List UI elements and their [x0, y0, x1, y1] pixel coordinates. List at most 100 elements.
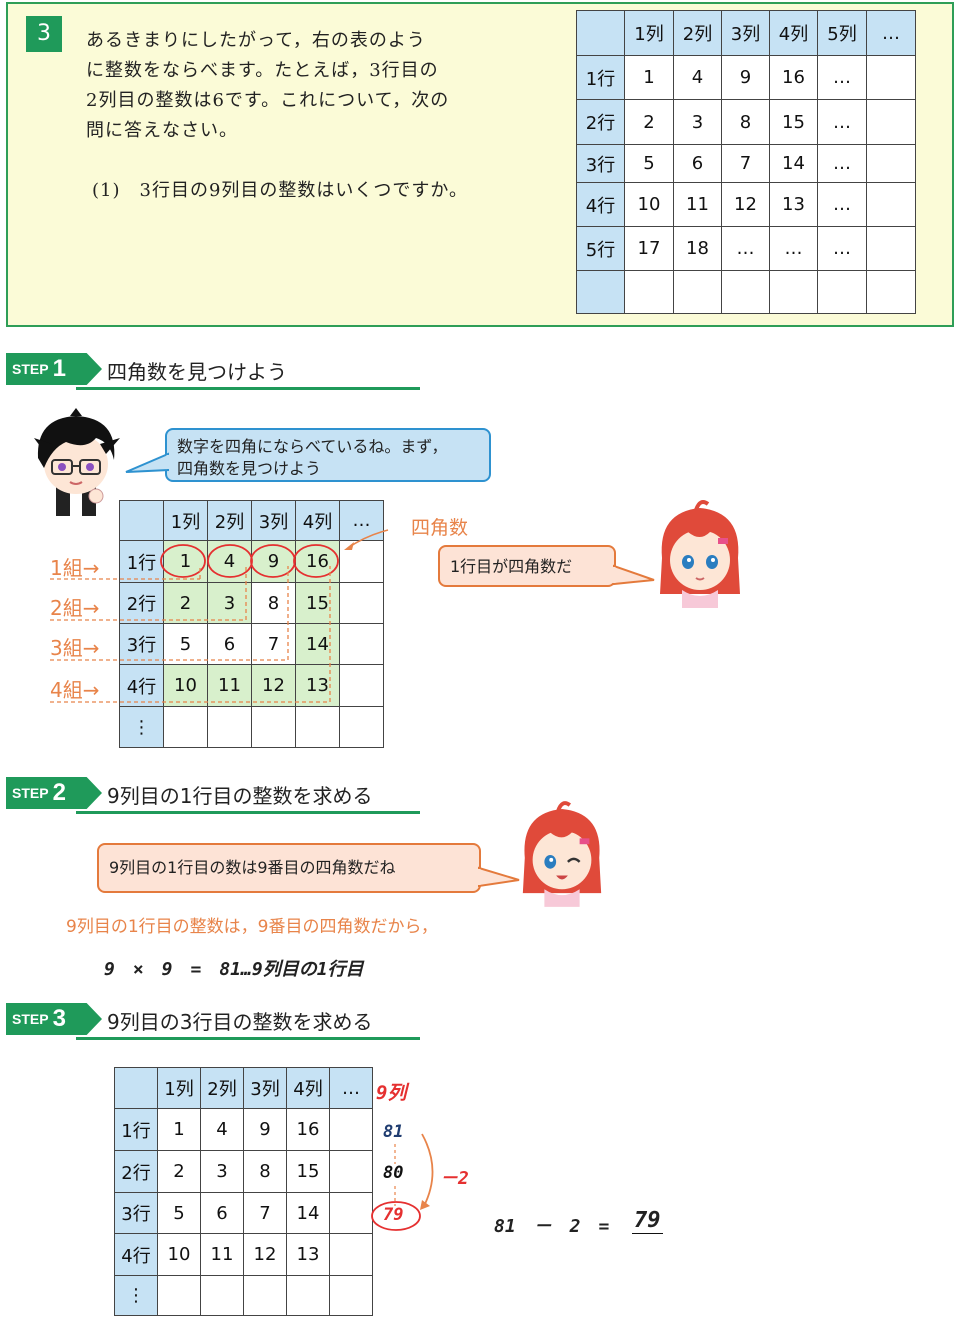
table-cell	[286, 1275, 330, 1316]
table-col-header: 1列	[163, 500, 208, 541]
table-cell: 12	[721, 182, 770, 227]
problem-text-line: に整数をならべます。たとえば，3行目の	[86, 60, 439, 81]
table-cell	[207, 706, 252, 748]
table-cell	[339, 623, 384, 665]
table-cell: 15	[769, 99, 818, 145]
table-cell: 10	[157, 1233, 201, 1276]
table-col-header: 2列	[200, 1067, 244, 1109]
step2-explanation: 9列目の1行目の整数は，9番目の四角数だから，	[66, 917, 438, 937]
table-cell: …	[817, 226, 867, 271]
table-cell: 14	[769, 144, 818, 183]
table-cell: 16	[769, 55, 818, 100]
step3-title: 9列目の3行目の整数を求める	[107, 1010, 373, 1034]
table-header-corner	[576, 10, 625, 56]
table-cell: …	[817, 99, 867, 145]
table-col-header: 3列	[721, 10, 770, 56]
table-col-header: 4列	[286, 1067, 330, 1109]
table-cell: 1	[624, 55, 674, 100]
table-cell	[866, 182, 916, 227]
girl-speech-bubble: 1行目が四角数だ	[438, 545, 616, 587]
table-cell: 13	[286, 1233, 330, 1276]
girl-winking-avatar-icon	[522, 801, 602, 907]
table-cell	[866, 55, 916, 100]
table-row-header: 1行	[119, 540, 164, 583]
table-cell: 3	[207, 582, 252, 624]
table-row-header: 1行	[576, 55, 625, 100]
final-formula: 81 － 2 =	[494, 1216, 610, 1237]
step-number: 2	[52, 779, 66, 806]
group-label: 1組→	[50, 556, 100, 580]
table-cell: 8	[721, 99, 770, 145]
girl-avatar-icon	[660, 500, 740, 608]
table-cell: 9	[721, 55, 770, 100]
table-col-header: 3列	[251, 500, 296, 541]
table-cell: 1	[157, 1108, 201, 1151]
step-number: 3	[52, 1005, 66, 1032]
step-label: STEP	[12, 361, 49, 377]
table-cell: 16	[286, 1108, 330, 1151]
table-cell: 11	[200, 1233, 244, 1276]
table-col-header: 4列	[769, 10, 818, 56]
table-cell: …	[817, 144, 867, 183]
step2-formula: 9 × 9 = 81…9列目の1行目	[104, 959, 364, 980]
table-cell	[329, 1150, 373, 1193]
table-row-header: 2行	[114, 1150, 158, 1193]
table-cell: 13	[769, 182, 818, 227]
final-answer: 79	[632, 1208, 663, 1234]
table-cell: 9	[243, 1108, 287, 1151]
step3-annotations	[371, 1133, 434, 1231]
table-cell	[339, 540, 384, 583]
table-cell: 11	[673, 182, 722, 227]
bubble-text: 数字を四角にならべているね。まず，	[177, 437, 448, 456]
boy-speech-bubble: 数字を四角にならべているね。まず， 四角数を見つけよう	[165, 428, 491, 482]
step3-underline	[76, 1037, 420, 1040]
table-row-header: 4行	[576, 182, 625, 227]
table-row-header: 5行	[576, 226, 625, 271]
table-cell: 6	[207, 623, 252, 665]
table-cell	[157, 1275, 201, 1316]
table-row-header: ⋮	[119, 706, 164, 748]
square-number-annotation: 四角数	[411, 517, 469, 539]
girl-bubble-tail	[477, 866, 520, 888]
table-cell: …	[817, 55, 867, 100]
table-row-header: 3行	[576, 144, 625, 183]
table-cell	[866, 144, 916, 183]
table-cell	[817, 270, 867, 314]
table-cell: 5	[624, 144, 674, 183]
table-cell: 14	[295, 623, 340, 665]
table-cell	[200, 1275, 244, 1316]
table-cell: 18	[673, 226, 722, 271]
table-row-header: 4行	[119, 664, 164, 707]
problem-text-line: 問に答えなさい。	[86, 120, 238, 141]
table-cell: 17	[624, 226, 674, 271]
bubble-text: 四角数を見つけよう	[177, 459, 322, 478]
table-row-header	[576, 270, 625, 314]
table-cell	[163, 706, 208, 748]
table-row-header: 2行	[576, 99, 625, 145]
table-cell	[866, 99, 916, 145]
table-cell	[624, 270, 674, 314]
step-label: STEP	[12, 785, 49, 801]
table-col-header: …	[866, 10, 916, 56]
group-label: 4組→	[50, 678, 100, 702]
step2-badge: STEP 2	[6, 777, 102, 809]
table-cell: 12	[251, 664, 296, 707]
table-cell	[329, 1233, 373, 1276]
question-number: 3	[26, 16, 62, 52]
table-col-header: 5列	[817, 10, 867, 56]
table-row-header: ⋮	[114, 1275, 158, 1316]
girl-speech-bubble: 9列目の1行目の数は9番目の四角数だね	[97, 843, 481, 893]
table-cell: 5	[157, 1192, 201, 1234]
table-cell: …	[817, 182, 867, 227]
table-row-header: 3行	[114, 1192, 158, 1234]
table-col-header: 1列	[157, 1067, 201, 1109]
problem-text-line: 2列目の整数は6です。これについて，次の	[86, 90, 450, 111]
table-cell: 6	[200, 1192, 244, 1234]
table-row-header: 2行	[119, 582, 164, 624]
table-cell	[339, 582, 384, 624]
table-cell	[866, 270, 916, 314]
group-label: 3組→	[50, 636, 100, 660]
step1-title: 四角数を見つけよう	[107, 360, 287, 384]
table-cell: 10	[624, 182, 674, 227]
